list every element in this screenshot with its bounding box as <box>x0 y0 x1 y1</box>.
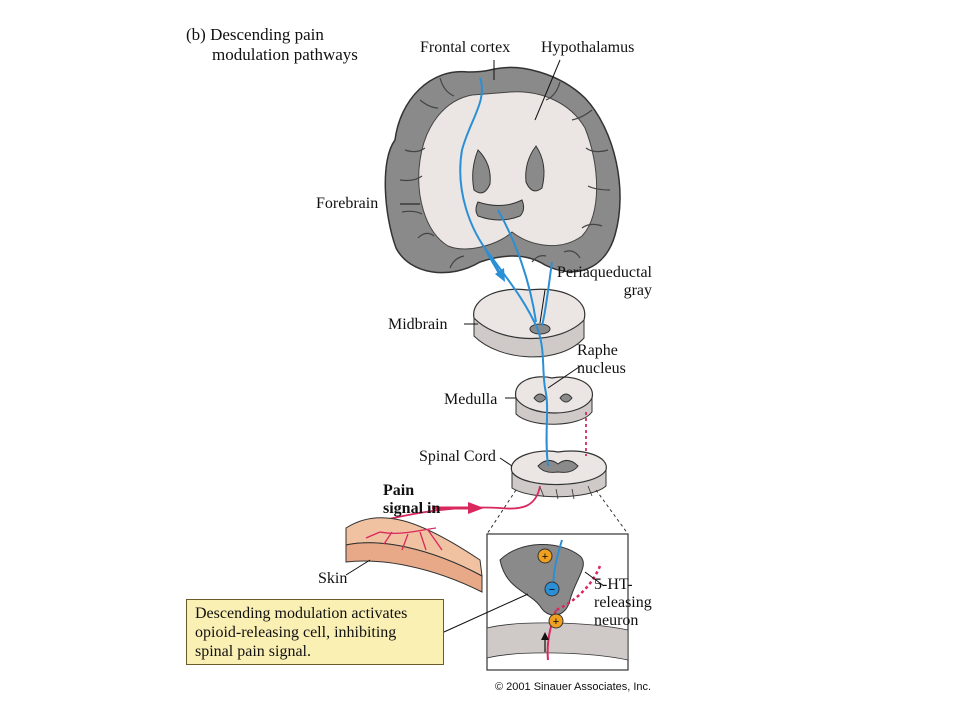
periaqueductal-gray-marker <box>529 323 551 335</box>
pain-line2: signal in <box>383 500 441 517</box>
spinal-rootlets <box>539 485 593 500</box>
ht-line3: neuron <box>594 612 639 629</box>
medulla-section <box>515 376 593 425</box>
heading-title-line1: Descending pain <box>210 25 324 44</box>
svg-text:−: − <box>549 584 555 596</box>
label-5ht-releasing-neuron: 5-HT- releasing neuron <box>594 576 652 630</box>
heading-title-line2: modulation pathways <box>212 45 358 64</box>
copyright-notice: © 2001 Sinauer Associates, Inc. <box>495 681 652 693</box>
medulla-olives <box>533 393 573 403</box>
label-spinal-cord: Spinal Cord <box>419 448 496 465</box>
brain-white-matter <box>418 91 598 250</box>
panel-letter: (b) <box>186 25 206 44</box>
svg-text:+: + <box>553 616 559 628</box>
inset-up-arrowhead <box>541 632 549 640</box>
inset-gray-matter <box>499 544 584 616</box>
minus-marker: − <box>544 581 560 597</box>
skin-block <box>345 517 483 593</box>
descending-axon-secondary <box>497 209 537 323</box>
ht-line1: 5-HT- <box>594 576 633 593</box>
plus-marker-top: + <box>537 548 553 564</box>
ventricles <box>472 145 545 221</box>
periaqueductal-line1: Periaqueductal <box>556 264 652 281</box>
caption-box: Descending modulation activates opioid-r… <box>186 599 444 665</box>
label-medulla: Medulla <box>444 391 498 408</box>
ht-line2: releasing <box>594 594 652 611</box>
descending-axon-main <box>459 77 549 467</box>
brain-gyri-folds <box>399 77 611 269</box>
descending-pathway <box>459 77 553 467</box>
label-skin: Skin <box>318 570 348 587</box>
skin-nerve-endings <box>365 527 443 551</box>
heading-line1: (b) Descending pain <box>186 25 358 45</box>
label-raphe-nucleus: Raphe nucleus <box>577 342 626 378</box>
caption-line1: Descending modulation activates <box>195 605 408 622</box>
brain-section <box>384 66 621 274</box>
inset-panel: + − + <box>486 489 629 671</box>
raphe-line1: Raphe <box>577 342 618 359</box>
raphe-line2: nucleus <box>577 360 626 377</box>
svg-text:+: + <box>542 551 548 563</box>
pain-line1: Pain <box>383 482 415 499</box>
label-hypothalamus: Hypothalamus <box>541 39 635 56</box>
plus-marker-bottom: + <box>548 613 564 629</box>
skin-front <box>345 542 483 593</box>
inset-red-dotted <box>555 565 602 612</box>
caption-line2: opioid-releasing cell, inhibiting <box>195 624 397 641</box>
figure-heading: (b) Descending pain modulation pathways <box>186 25 358 65</box>
inset-zoom-line-left <box>486 489 517 535</box>
label-frontal-cortex: Frontal cortex <box>420 39 511 56</box>
descending-direction-arrow <box>484 249 502 275</box>
medulla-slab-top <box>515 376 593 414</box>
inset-red-fiber <box>546 609 557 661</box>
label-midbrain: Midbrain <box>388 316 448 333</box>
caption-line3: spinal pain signal. <box>195 643 311 660</box>
inset-cord-band <box>486 622 629 661</box>
label-pain-signal-in: Pain signal in <box>383 482 440 518</box>
label-periaqueductal-gray: Periaqueductal gray <box>540 264 652 300</box>
inset-zoom-line-right <box>595 489 629 535</box>
pain-arrowhead <box>468 502 484 514</box>
periaqueductal-line2: gray <box>623 282 652 299</box>
label-forebrain: Forebrain <box>316 195 379 212</box>
leader-lines <box>345 59 605 633</box>
spinal-cord-section <box>510 450 607 500</box>
descending-axon-hypothalamus <box>541 261 553 327</box>
descending-arrowhead <box>495 268 505 282</box>
